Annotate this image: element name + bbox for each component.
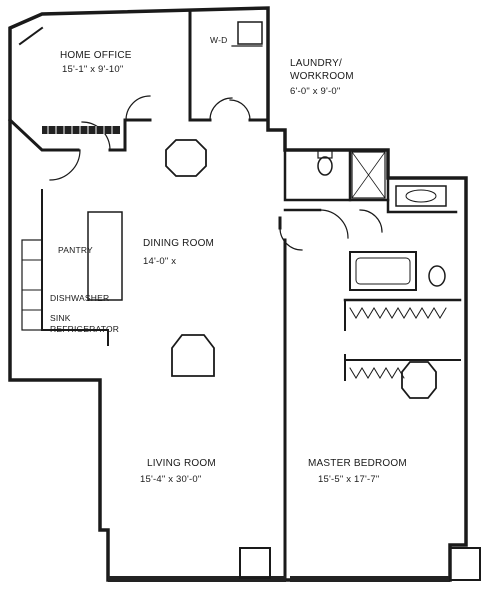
window-office (42, 126, 120, 134)
pantry-label: PANTRY (58, 245, 93, 255)
washer-dryer (237, 21, 263, 45)
dishwasher-label: DISHWASHER (50, 293, 110, 303)
refrigerator-label: REFRIGERATOR (50, 324, 120, 334)
pier-right (449, 547, 481, 581)
dining-room-label: DINING ROOM (143, 238, 215, 249)
laundry-label-2: WORKROOM (290, 71, 354, 82)
column-dining (165, 139, 207, 177)
pier-living (239, 547, 271, 579)
wd-label: W-D (210, 35, 228, 45)
dining-room-dims: 14'-0" x (143, 256, 177, 267)
window-bedroom (290, 576, 450, 582)
toilet (428, 265, 446, 287)
window-living (108, 576, 286, 582)
laundry-label-1: LAUNDRY/ (290, 58, 342, 69)
master-bedroom-dims: 15'-5" x 17'-7" (318, 474, 380, 485)
home-office-dims: 15'-1" x 9'-10" (62, 64, 124, 75)
office-bottom-wall (7, 117, 80, 152)
kitchen-island (87, 211, 123, 301)
sink-label: SINK (50, 313, 71, 323)
living-room-dims: 15'-4" x 30'-0" (140, 474, 202, 485)
laundry-dims: 6'-0" x 9'-0" (290, 86, 341, 97)
home-office-label: HOME OFFICE (60, 50, 132, 61)
vanity (395, 185, 447, 207)
bathtub (349, 251, 417, 291)
column-bedroom (401, 361, 437, 399)
exterior-wall (8, 6, 468, 582)
living-bedroom-wall (278, 216, 287, 582)
column-living (171, 334, 215, 377)
master-bedroom-label: MASTER BEDROOM (308, 458, 407, 469)
living-room-label: LIVING ROOM (147, 458, 216, 469)
